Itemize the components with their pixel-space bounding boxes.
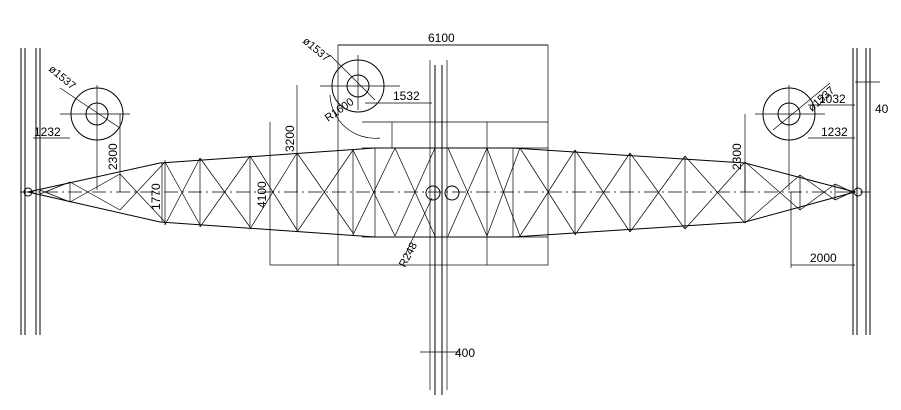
pulley-center	[320, 54, 400, 139]
dim-height-4100: 4100	[255, 181, 269, 208]
dim-height-3200: 3200	[283, 125, 297, 152]
pulley-left	[59, 85, 130, 190]
dim-offset-center: 1532	[393, 89, 420, 103]
dimension-lines	[33, 44, 880, 353]
dim-dia-left: ø1537	[46, 63, 78, 92]
dim-height-1770: 1770	[149, 183, 163, 210]
dim-dia-center: ø1537	[300, 35, 332, 64]
dim-offset-left: 1232	[34, 125, 61, 139]
dimension-texts: 6100 ø1537 ø1537 ø1537 1532 1232 1032 12…	[34, 31, 889, 360]
dim-radius-1600: R1600	[323, 96, 356, 124]
dim-length-2000: 2000	[810, 251, 837, 265]
central-mast	[429, 60, 448, 395]
dim-span-top: 6100	[428, 31, 455, 45]
end-pins	[23, 185, 863, 201]
center-frame	[337, 44, 549, 266]
dim-height-2300-right: 2300	[730, 143, 744, 170]
dim-height-2300-left: 2300	[106, 143, 120, 170]
dim-gap-400: 400	[455, 346, 475, 360]
dim-offset-right-lower: 1232	[821, 125, 848, 139]
dim-edge-right: 40	[875, 102, 889, 116]
dim-offset-right-upper: 1032	[819, 92, 846, 106]
left-support-column	[20, 48, 41, 335]
pulley-right	[755, 82, 831, 190]
